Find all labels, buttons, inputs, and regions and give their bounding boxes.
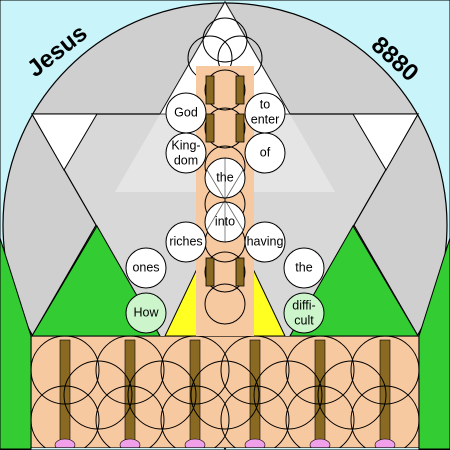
left-green-corner <box>0 237 32 450</box>
word-circle-difficult <box>283 292 325 334</box>
word-circle-how <box>125 292 167 334</box>
star-point-left <box>31 113 98 171</box>
right-green-corner <box>418 237 450 450</box>
word-circle-riches <box>165 221 207 263</box>
word-dom: dom <box>174 153 198 167</box>
word-the-1: the <box>216 170 233 184</box>
word-circles <box>125 92 325 334</box>
word-diffi: diffi- <box>292 298 315 312</box>
word-of: of <box>260 145 271 159</box>
word-ones: ones <box>132 260 159 274</box>
word-god: God <box>174 105 198 119</box>
word-circle-kingdom <box>165 132 207 174</box>
word-the-2: the <box>295 260 312 274</box>
word-into: into <box>215 214 235 228</box>
word-to: to <box>260 97 270 111</box>
star-point-right <box>352 113 419 171</box>
word-cult: cult <box>294 313 314 327</box>
word-how: How <box>133 305 159 319</box>
word-enter: enter <box>251 112 280 126</box>
word-circle-having <box>244 221 286 263</box>
word-labels: God to enter King- dom of the into riche… <box>132 97 315 327</box>
word-circle-ones <box>125 247 167 289</box>
word-circle-of <box>244 132 286 174</box>
word-king: King- <box>171 138 200 152</box>
word-having: having <box>247 234 284 248</box>
word-riches: riches <box>169 234 202 248</box>
word-circle-the-2 <box>283 247 325 289</box>
bottom-face-band <box>31 336 419 448</box>
